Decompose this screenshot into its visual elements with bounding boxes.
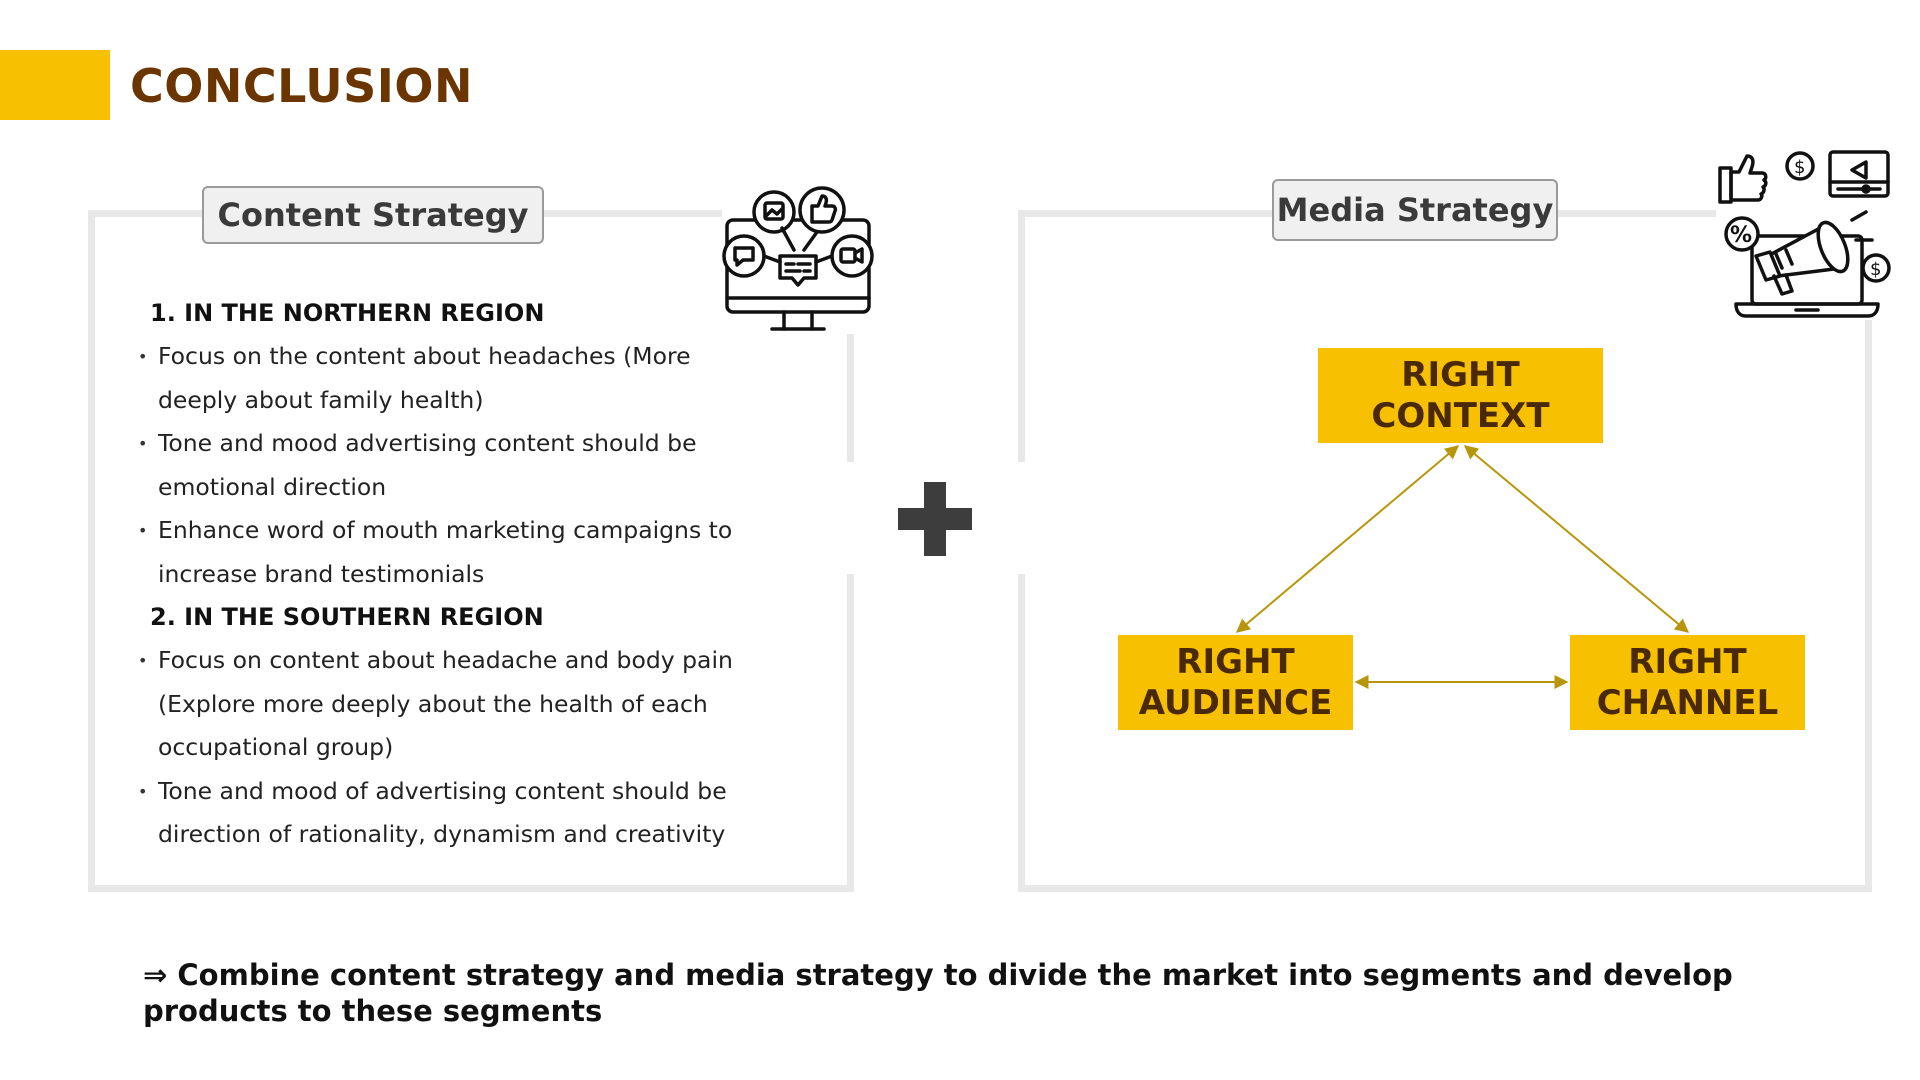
computer-social-media-icon xyxy=(722,184,874,334)
content-strategy-label: Content Strategy xyxy=(202,186,544,244)
svg-text:%: % xyxy=(1730,223,1752,248)
svg-text:$: $ xyxy=(1870,259,1881,280)
list-item: Tone and mood advertising content should… xyxy=(138,422,748,509)
border-gap-left xyxy=(846,462,866,574)
right-audience-line1: RIGHT xyxy=(1176,641,1295,682)
page-title: CONCLUSION xyxy=(130,59,473,113)
list-item: Focus on content about headache and body… xyxy=(138,639,778,770)
right-channel-line1: RIGHT xyxy=(1628,641,1747,682)
right-context-line2: CONTEXT xyxy=(1371,395,1550,436)
title-accent-bar xyxy=(0,50,110,120)
border-gap-right xyxy=(1014,462,1034,574)
right-context-line1: RIGHT xyxy=(1401,354,1520,395)
list-item: Tone and mood of advertising content sho… xyxy=(138,770,778,857)
right-context-box: RIGHT CONTEXT xyxy=(1318,348,1603,443)
list-item: Enhance word of mouth marketing campaign… xyxy=(138,509,778,596)
plus-icon xyxy=(898,482,972,556)
svg-text:$: $ xyxy=(1794,157,1805,178)
right-channel-box: RIGHT CHANNEL xyxy=(1570,635,1805,730)
arrow-context-channel xyxy=(1463,445,1690,633)
right-audience-box: RIGHT AUDIENCE xyxy=(1118,635,1353,730)
digital-marketing-megaphone-icon: $ % $ xyxy=(1716,140,1894,320)
content-strategy-list: 1. IN THE NORTHERN REGION Focus on the c… xyxy=(138,292,818,857)
southern-region-heading: 2. IN THE SOUTHERN REGION xyxy=(150,603,544,631)
right-audience-line2: AUDIENCE xyxy=(1138,682,1333,723)
list-item: Focus on the content about headaches (Mo… xyxy=(138,335,748,422)
arrow-context-audience xyxy=(1235,445,1460,633)
right-channel-line2: CHANNEL xyxy=(1596,682,1779,723)
media-strategy-label: Media Strategy xyxy=(1272,179,1558,241)
conclusion-statement: ⇒ Combine content strategy and media str… xyxy=(143,958,1733,1028)
northern-region-heading: 1. IN THE NORTHERN REGION xyxy=(150,299,545,327)
